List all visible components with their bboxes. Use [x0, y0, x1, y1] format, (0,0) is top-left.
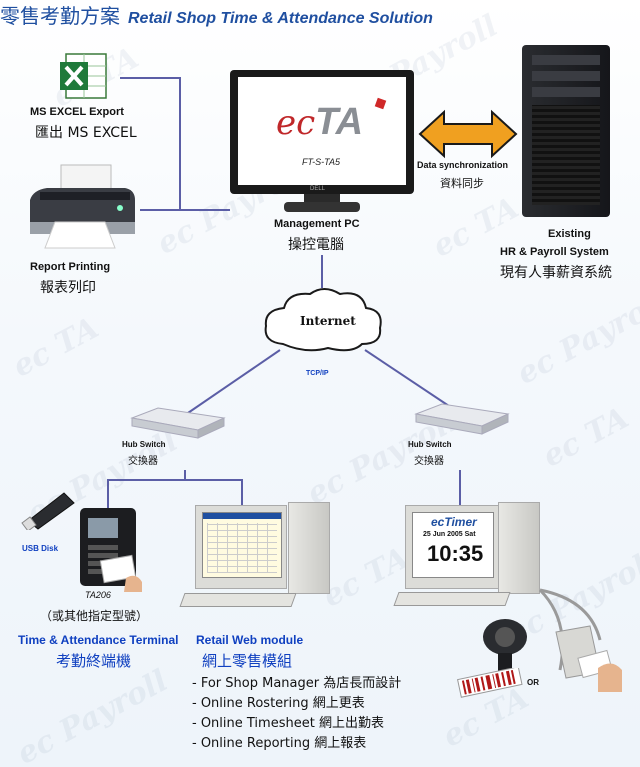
management-monitor: ecTA FT-S-TA5 DELL — [230, 70, 414, 194]
web-module-keyboard — [179, 593, 297, 607]
ectimer-time: 10:35 — [427, 541, 484, 566]
terminal-label-en: Time & Attendance Terminal — [18, 633, 179, 647]
monitor-brand: DELL — [310, 186, 326, 192]
web-module-label-en: Retail Web module — [196, 633, 304, 647]
printing-label-en: Report Printing — [30, 261, 111, 273]
ectimer-tower — [498, 502, 540, 594]
logo-cube-icon — [374, 97, 387, 110]
internet-cloud-icon — [264, 288, 382, 352]
management-pc-label-zh: 操控電腦 — [288, 237, 344, 253]
ectimer-brand: ecTimer — [431, 515, 477, 529]
monitor-stand — [284, 202, 360, 212]
list-item: - Online Rostering 網上更表 — [192, 696, 365, 711]
card-reader-icon — [555, 625, 622, 692]
web-module-monitor — [195, 505, 287, 589]
ectimer-date: 25 Jun 2005 Sat — [423, 531, 476, 538]
title-en: Retail Shop Time & Attendance Solution — [128, 10, 433, 27]
management-pc-label-en: Management PC — [274, 218, 360, 230]
hr-server-tower — [522, 45, 610, 217]
barcode-scanner-icon — [483, 619, 527, 675]
sync-label-en: Data synchronization — [417, 160, 509, 170]
or-label: OR — [527, 678, 539, 687]
web-module-tower — [288, 502, 330, 594]
excel-label-zh: 匯出 MS EXCEL — [35, 125, 137, 141]
printer-icon — [30, 164, 135, 249]
printing-label-zh: 報表列印 — [40, 280, 96, 296]
monitor-neck — [304, 194, 340, 202]
tcpip-label: TCP/IP — [306, 370, 329, 377]
hub-left-label-zh: 交換器 — [128, 456, 158, 467]
hub-switch-right-icon — [414, 403, 510, 435]
ectimer-keyboard — [393, 592, 511, 606]
barcode-icon — [457, 668, 523, 698]
list-item: - Online Timesheet 網上出勤表 — [192, 716, 384, 731]
excel-icon — [60, 53, 107, 99]
left-hub-branch-line — [107, 470, 186, 510]
list-item: - Online Reporting 網上報表 — [192, 736, 367, 751]
hub-right-label-en: Hub Switch — [408, 440, 452, 449]
usb-label: USB Disk — [22, 544, 59, 553]
list-item: - For Shop Manager 為店長而設計 — [192, 676, 402, 691]
rfid-card-hand-icon — [99, 554, 142, 592]
excel-label-en: MS EXCEL Export — [30, 106, 124, 118]
spreadsheet-screen — [202, 512, 282, 578]
existing-label-zh: 現有人事薪資系統 — [500, 265, 612, 281]
sync-arrow-icon — [418, 109, 518, 159]
internet-label: Internet — [300, 314, 356, 328]
web-module-label-zh: 網上零售模組 — [202, 652, 293, 670]
terminal-note: （或其他指定型號） — [40, 609, 149, 623]
monitor-model: FT-S-TA5 — [302, 157, 341, 167]
left-hub-to-pc-line — [185, 479, 243, 505]
cable-lines — [538, 588, 602, 671]
ectimer-screen: ecTimer 25 Jun 2005 Sat 10:35 — [412, 512, 494, 578]
terminal-screen — [88, 518, 118, 538]
cloud-to-left-hub-line — [184, 349, 281, 416]
usb-disk-icon — [21, 492, 75, 530]
ectimer-monitor: ecTimer 25 Jun 2005 Sat 10:35 — [405, 505, 499, 589]
ecta-logo: ecTA — [276, 101, 364, 143]
existing-label-line1: Existing — [548, 228, 591, 240]
cloud-to-right-hub-line — [364, 349, 456, 411]
hub-right-label-zh: 交換器 — [414, 456, 444, 467]
title-zh: 零售考勤方案 — [0, 4, 120, 28]
existing-label-line2: HR & Payroll System — [500, 246, 609, 258]
hub-switch-left-icon — [130, 407, 226, 439]
sync-label-zh: 資料同步 — [440, 178, 484, 190]
web-module-feature-list: - For Shop Manager 為店長而設計 - Online Roste… — [192, 674, 401, 754]
page-title: 零售考勤方案 Retail Shop Time & Attendance Solu… — [0, 0, 640, 29]
hub-left-label-en: Hub Switch — [122, 440, 166, 449]
monitor-screen: ecTA FT-S-TA5 — [238, 77, 406, 185]
terminal-label-zh: 考勤終端機 — [56, 652, 132, 670]
terminal-model: TA206 — [85, 590, 111, 600]
